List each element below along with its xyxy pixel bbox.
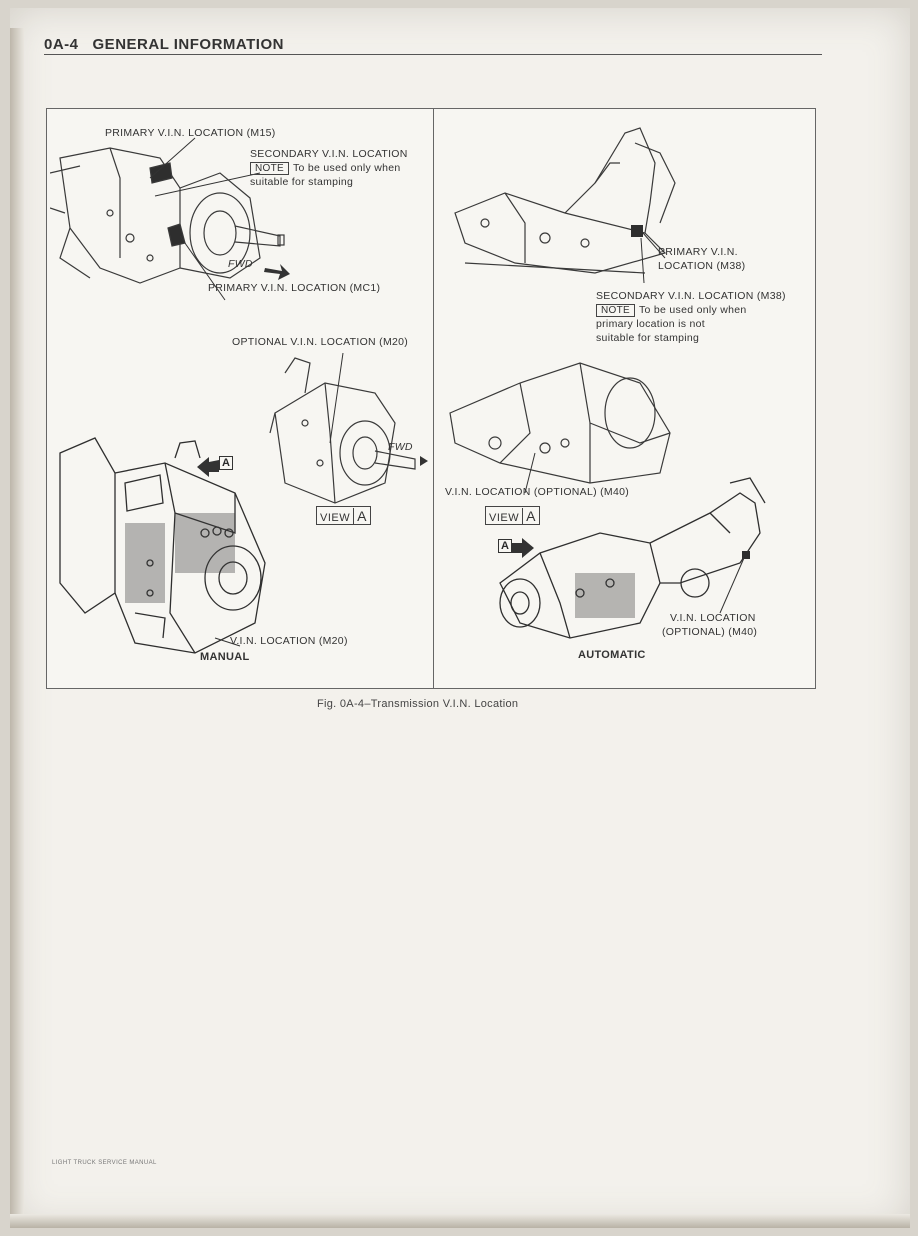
label-primary-m38-line2: LOCATION (M38)	[658, 260, 746, 272]
page-footer: LIGHT TRUCK SERVICE MANUAL	[52, 1160, 157, 1166]
label-fwd-manual: FWD	[228, 258, 253, 270]
view-word-automatic: VIEW	[489, 512, 520, 524]
label-automatic: AUTOMATIC	[578, 649, 646, 661]
view-letter-manual: A	[353, 508, 367, 524]
section-title: GENERAL INFORMATION	[92, 36, 284, 53]
automatic-transmission-view-a-illustration	[449, 362, 671, 493]
figure-frame	[46, 108, 816, 689]
label-primary-m38-line1: PRIMARY V.I.N.	[658, 246, 738, 258]
arrow-right-icon	[512, 538, 534, 558]
figure-caption: Fig. 0A-4–Transmission V.I.N. Location	[317, 698, 519, 710]
arrow-left-icon	[197, 457, 219, 477]
label-primary-mc1: PRIMARY V.I.N. LOCATION (MC1)	[208, 282, 381, 294]
label-vin-optional-m40: V.I.N. LOCATION (OPTIONAL) (M40)	[445, 486, 630, 498]
label-vin-location-line2: (OPTIONAL) (M40)	[662, 626, 758, 638]
view-a-arrow-automatic: A	[490, 536, 536, 560]
label-secondary-m38-note-line2: primary location is not	[596, 318, 706, 330]
page-header: 0A-4 GENERAL INFORMATION	[44, 36, 284, 53]
automatic-transmission-top-illustration	[454, 127, 676, 283]
fwd-arrow-2-icon	[420, 456, 428, 466]
page-bottom-shadow	[10, 1214, 910, 1228]
note-automatic-line1: To be used only when	[638, 304, 747, 316]
view-a-arrow-manual: A	[195, 453, 235, 477]
label-vin-location-line1: V.I.N. LOCATION	[670, 612, 756, 624]
label-secondary-m38-note-line3: suitable for stamping	[596, 332, 700, 344]
label-optional-m20: OPTIONAL V.I.N. LOCATION (M20)	[232, 336, 409, 348]
label-secondary-manual-note-line2: suitable for stamping	[250, 176, 354, 188]
note-manual-line1: To be used only when	[292, 162, 401, 174]
fwd-arrow-icon	[264, 264, 290, 280]
view-a-arrow-letter-automatic: A	[498, 539, 512, 553]
view-letter-automatic: A	[522, 508, 536, 524]
header-rule	[44, 54, 822, 55]
note-box-manual: NOTE	[250, 162, 289, 175]
view-a-arrow-letter-manual: A	[219, 456, 233, 470]
manual-page: 0A-4 GENERAL INFORMATION	[10, 8, 910, 1228]
manual-transmission-top-illustration	[50, 137, 290, 301]
label-secondary-manual-title: SECONDARY V.I.N. LOCATION	[250, 148, 408, 160]
manual-transmission-view-a-illustration	[269, 353, 428, 504]
note-box-automatic: NOTE	[596, 304, 635, 317]
label-secondary-m38: SECONDARY V.I.N. LOCATION (M38)	[596, 290, 786, 302]
view-word-manual: VIEW	[320, 512, 351, 524]
figure-divider	[433, 108, 434, 688]
label-vin-m20: V.I.N. LOCATION (M20)	[230, 635, 348, 647]
automatic-transmission-main-illustration	[499, 477, 766, 639]
label-fwd-manual-2: FWD	[388, 441, 413, 453]
section-number: 0A-4	[44, 36, 79, 53]
manual-transmission-main-illustration	[59, 437, 266, 654]
label-manual: MANUAL	[200, 651, 250, 663]
page-edge-shadow	[10, 28, 24, 1228]
label-primary-m15: PRIMARY V.I.N. LOCATION (M15)	[105, 127, 276, 139]
